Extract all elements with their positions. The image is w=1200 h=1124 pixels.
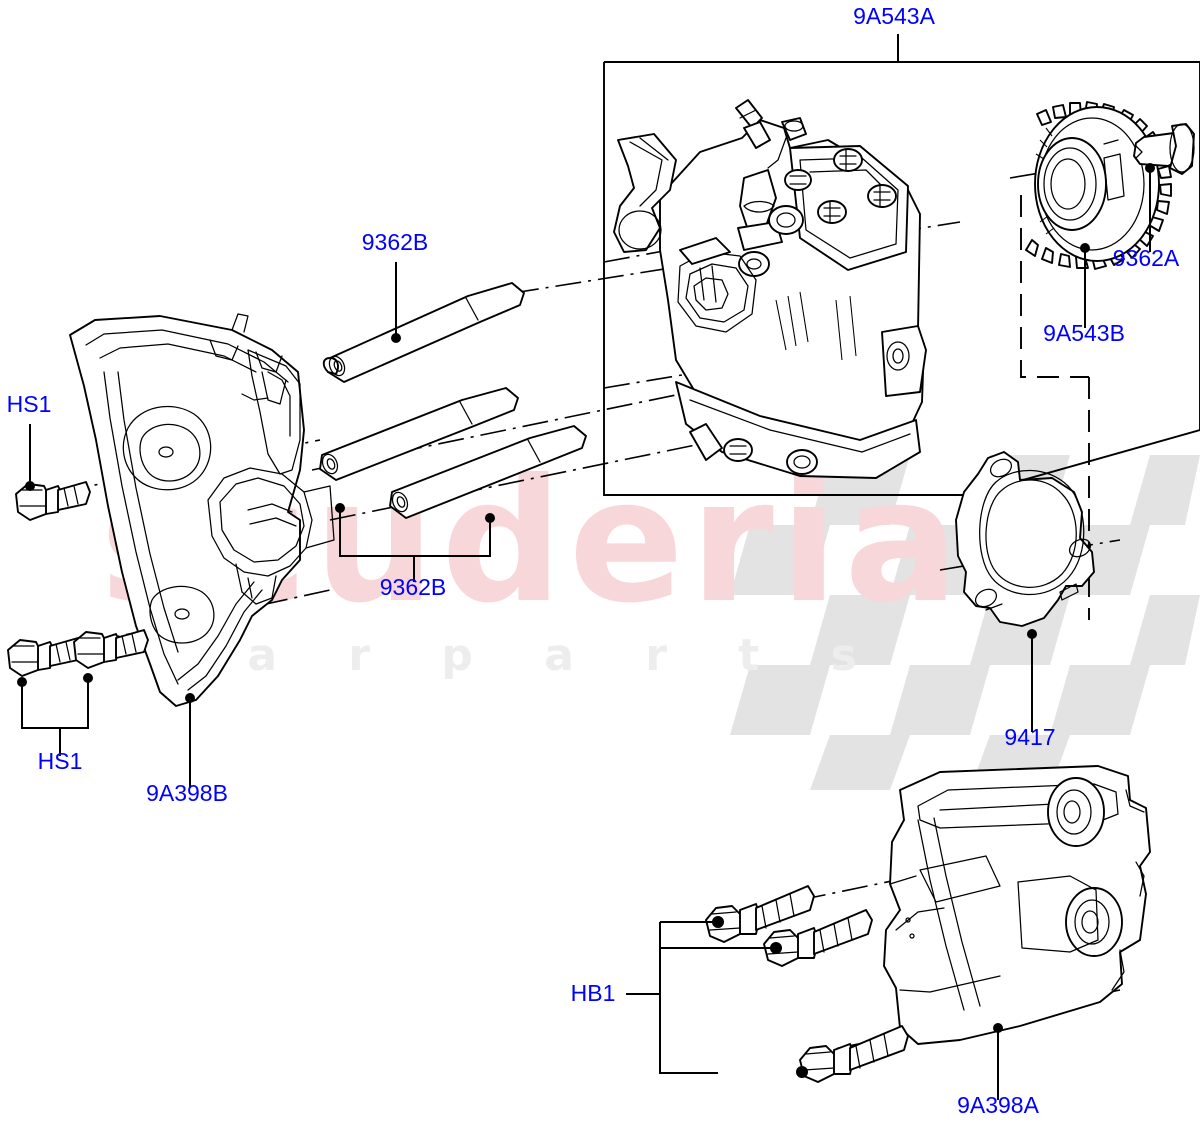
part-dowel-stud-lower-9362B xyxy=(389,425,587,519)
fastener-hs1-lower-left xyxy=(7,637,83,677)
part-dowel-stud-upper-9362B xyxy=(322,282,525,383)
label-9417[interactable]: 9417 xyxy=(1004,724,1055,750)
group-box-pump-gear xyxy=(1020,195,1089,378)
part-pump-drive-gear-9A543B xyxy=(1025,101,1172,270)
fastener-hb1-lower xyxy=(799,1025,909,1083)
label-HS1-pair[interactable]: HS1 xyxy=(38,748,83,774)
pump-head-fasteners xyxy=(784,148,897,224)
label-9362B-upper[interactable]: 9362B xyxy=(362,229,429,255)
label-HS1-upper[interactable]: HS1 xyxy=(7,391,52,417)
label-9A398A[interactable]: 9A398A xyxy=(957,1092,1040,1118)
label-9A398B[interactable]: 9A398B xyxy=(146,780,228,806)
part-gear-bolt-9362A xyxy=(1133,123,1195,175)
group-box-pump-assembly xyxy=(603,61,1200,496)
part-labels: 9A543A 9362B 9362A 9A543B HS1 9362B HS1 … xyxy=(7,3,1180,1118)
fastener-hb1-upper xyxy=(705,885,815,943)
part-front-cover-9A398B xyxy=(69,313,335,707)
label-9362A[interactable]: 9362A xyxy=(1113,245,1180,271)
part-mounting-bracket-9A398A xyxy=(883,765,1151,1045)
label-9A543B[interactable]: 9A543B xyxy=(1043,320,1125,346)
part-dowel-stud-middle-9362B xyxy=(319,387,519,481)
fastener-hs1-lower-right xyxy=(73,629,149,669)
centreline-pump-left-lower xyxy=(603,371,701,389)
watermark-tagline-text: c a r p a r t s xyxy=(150,630,885,681)
part-gasket-9417 xyxy=(955,451,1095,627)
watermark-layer: scuderia c a r p a r t s xyxy=(100,443,1200,790)
leader-lines xyxy=(17,34,1155,1100)
label-HB1[interactable]: HB1 xyxy=(571,980,616,1006)
part-fuel-injection-pump-9A543A xyxy=(613,99,927,479)
label-9362B-pair[interactable]: 9362B xyxy=(380,574,447,600)
label-9A543A[interactable]: 9A543A xyxy=(853,3,936,29)
checkered-flag-icon xyxy=(730,455,1200,790)
